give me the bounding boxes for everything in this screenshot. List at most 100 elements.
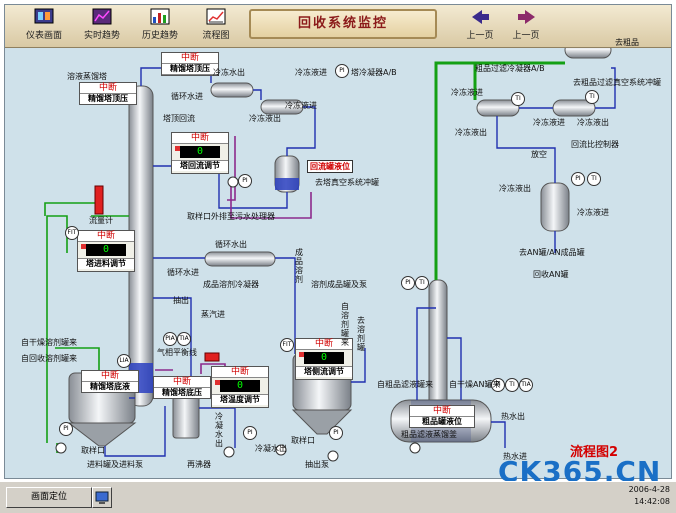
prev-page-button[interactable]: 上一页 bbox=[449, 7, 511, 45]
pi-instrument[interactable]: PI bbox=[329, 426, 343, 440]
label-waste-water: 外排至污水处理器 bbox=[211, 212, 275, 221]
condenser-a bbox=[210, 82, 254, 98]
ti-instrument[interactable]: TI bbox=[415, 276, 429, 290]
history-trend-button[interactable]: 历史趋势 bbox=[129, 7, 191, 45]
pi-instrument[interactable]: PI bbox=[335, 64, 349, 78]
arrow-right-icon bbox=[518, 10, 535, 24]
label-refrigerant-out-4: 冷冻液出 bbox=[577, 118, 609, 127]
lia-instrument[interactable]: LIA bbox=[117, 354, 131, 368]
pi-instrument[interactable]: PI bbox=[491, 378, 505, 392]
product-condenser bbox=[204, 251, 276, 267]
label-vacuum-system: 去塔真空系统冲罐 bbox=[315, 178, 379, 187]
label-from-dry-solvent: 自干燥溶剂罐来 bbox=[21, 338, 77, 347]
label-reboiler: 再沸器 bbox=[187, 460, 211, 469]
label-refrigerant-in: 冷冻液进 bbox=[295, 68, 327, 77]
an-recovery-tank bbox=[540, 182, 570, 232]
reflux-status: 中断 bbox=[172, 133, 228, 144]
tia-instrument[interactable]: TIA bbox=[519, 378, 533, 392]
label-feed-tank-pump: 进料罐及进料泵 bbox=[87, 460, 143, 469]
prev-page-label: 上一页 bbox=[466, 31, 494, 41]
feed-name: 塔进料调节 bbox=[78, 258, 134, 269]
label-from-dry-an: 自干燥AN罐来 bbox=[449, 380, 501, 389]
pi-instrument[interactable]: PI bbox=[243, 426, 257, 440]
tia-instrument[interactable]: TIA bbox=[177, 332, 191, 346]
pi-instrument[interactable]: PI bbox=[401, 276, 415, 290]
feed-controller[interactable]: 中断 0 塔进料调节 bbox=[77, 230, 135, 272]
label-top-reflux: 塔顶回流 bbox=[163, 114, 195, 123]
top-pressure-display-status: 中断 bbox=[80, 83, 136, 94]
pia-instrument[interactable]: PIA bbox=[163, 332, 177, 346]
realtime-trend-label: 实时趋势 bbox=[83, 31, 120, 41]
reflux-tank-level-tag[interactable]: 回流罐液位 bbox=[307, 160, 353, 173]
label-sample-port-3: 取样口 bbox=[291, 436, 315, 445]
next-page-label: 上一页 bbox=[512, 31, 540, 41]
bottom-level-name: 精馏塔底液 bbox=[82, 382, 138, 392]
label-draw-off: 抽出 bbox=[173, 296, 189, 305]
temperature-alarm-indicator bbox=[215, 380, 220, 385]
temperature-value: 0 bbox=[220, 380, 260, 392]
feed-alarm-indicator bbox=[81, 244, 86, 249]
instrument-panel-icon bbox=[34, 8, 54, 24]
monitor-icon[interactable] bbox=[92, 487, 112, 508]
label-to-an-tank: 去AN罐/AN成品罐 bbox=[519, 248, 585, 257]
label-sample-port-2: 取样口 bbox=[81, 446, 105, 455]
label-refrigerant-in-4: 冷冻液进 bbox=[533, 118, 565, 127]
label-cycle-water-out: 循环水出 bbox=[215, 240, 247, 249]
flowchart-icon bbox=[206, 8, 226, 25]
reflux-controller[interactable]: 中断 0 塔回流调节 bbox=[171, 132, 229, 174]
label-from-solvent-tank: 自溶剂罐来 bbox=[341, 302, 349, 347]
label-from-recovery-solvent: 自回收溶剂罐来 bbox=[21, 354, 77, 363]
side-flow-status: 中断 bbox=[296, 339, 352, 350]
fit-instrument[interactable]: FIT bbox=[280, 338, 294, 352]
ti-instrument[interactable]: TI bbox=[511, 92, 525, 106]
reflux-alarm-indicator bbox=[175, 146, 180, 151]
bottom-pressure-status: 中断 bbox=[154, 377, 210, 388]
bottom-level-display[interactable]: 中断 精馏塔底液 bbox=[81, 370, 139, 393]
label-crude-vacuum: 去粗品过滤真空系统冲罐 bbox=[573, 78, 661, 87]
feed-status: 中断 bbox=[78, 231, 134, 242]
label-solvent-column: 溶液蒸馏塔 bbox=[67, 72, 107, 81]
ti-instrument[interactable]: TI bbox=[505, 378, 519, 392]
side-flow-name: 塔侧流调节 bbox=[296, 366, 352, 377]
next-page-button[interactable]: 上一页 bbox=[495, 7, 557, 45]
temperature-status: 中断 bbox=[212, 367, 268, 378]
temperature-controller[interactable]: 中断 0 塔温度调节 bbox=[211, 366, 269, 408]
arrow-left-icon bbox=[472, 10, 489, 24]
label-to-crude: 去粗品 bbox=[615, 38, 639, 47]
status-bar: 画面定位 2006-4-28 14:42:08 bbox=[0, 481, 676, 513]
instrument-view-button[interactable]: 仪表画面 bbox=[13, 7, 75, 45]
screen-locate-button[interactable]: 画面定位 bbox=[6, 487, 92, 508]
page-title: 回收系统监控 bbox=[249, 9, 437, 39]
pi-instrument[interactable]: PI bbox=[571, 172, 585, 186]
realtime-trend-button[interactable]: 实时趋势 bbox=[71, 7, 133, 45]
label-cycle-water-in: 循环水进 bbox=[171, 92, 203, 101]
clock-time: 14:42:08 bbox=[634, 497, 670, 506]
crude-tank-status: 中断 bbox=[410, 406, 474, 417]
flowchart-button[interactable]: 流程图 bbox=[185, 7, 247, 45]
top-pressure-display[interactable]: 中断 精馏塔顶压 bbox=[79, 82, 137, 105]
fit-instrument[interactable]: FIT bbox=[65, 226, 79, 240]
flowchart-label: 流程图 bbox=[202, 31, 230, 41]
label-refrigerant-out-3: 冷冻液出 bbox=[455, 128, 487, 137]
history-trend-icon bbox=[150, 8, 170, 25]
side-flow-controller[interactable]: 中断 0 塔侧流调节 bbox=[295, 338, 353, 380]
label-refrigerant-in-5: 冷冻液进 bbox=[577, 208, 609, 217]
top-toolbar: 仪表画面 实时趋势 历史趋势 流程图 回收系统监控 上一页 上一页 bbox=[5, 5, 671, 48]
label-cycle-water-in-2: 循环水进 bbox=[167, 268, 199, 277]
pi-instrument[interactable]: PI bbox=[59, 422, 73, 436]
bottom-pressure-display[interactable]: 中断 精馏塔底压 bbox=[153, 376, 211, 399]
label-coolwater-out: 冷冻水出 bbox=[213, 68, 245, 77]
label-steam-in: 蒸汽进 bbox=[201, 310, 225, 319]
crude-tank-level-display[interactable]: 中断 粗品罐液位 bbox=[409, 405, 475, 428]
ti-instrument[interactable]: TI bbox=[587, 172, 601, 186]
flowchart-number: 流程图2 bbox=[570, 445, 619, 460]
top-pressure-controller[interactable]: 中断 精馏塔顶压 bbox=[161, 52, 219, 76]
pi-instrument[interactable]: PI bbox=[238, 174, 252, 188]
temperature-name: 塔温度调节 bbox=[212, 394, 268, 405]
label-product-condenser: 成品溶剂冷凝器 bbox=[203, 280, 259, 289]
side-flow-value: 0 bbox=[304, 352, 344, 364]
label-tower-condenser: 塔冷凝器A/B bbox=[351, 68, 397, 77]
top-pressure-tag: 精馏塔顶压 bbox=[162, 64, 218, 75]
ti-instrument[interactable]: TI bbox=[585, 90, 599, 104]
hmi-window: 仪表画面 实时趋势 历史趋势 流程图 回收系统监控 上一页 上一页 bbox=[4, 4, 672, 479]
